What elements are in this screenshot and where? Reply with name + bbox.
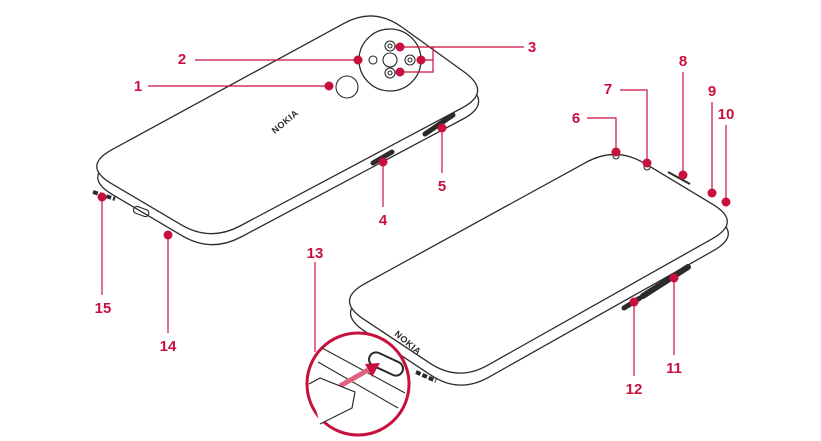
callout-15: 15: [95, 300, 112, 317]
callout-10: 10: [718, 106, 735, 123]
callout-8: 8: [679, 53, 687, 70]
usb-charging-inset: [307, 333, 409, 435]
callout-1: 1: [134, 78, 142, 95]
callout-12: 12: [626, 381, 643, 398]
callout-7: 7: [604, 81, 612, 98]
phone-front-view: NOKIA: [350, 153, 729, 385]
callout-2: 2: [178, 51, 186, 68]
callout-5: 5: [438, 178, 446, 195]
callout-11: 11: [666, 360, 682, 377]
callout-3: 3: [528, 39, 536, 56]
callout-9: 9: [708, 83, 716, 100]
phone-back-view: NOKIA: [93, 16, 479, 245]
callout-6: 6: [572, 110, 580, 127]
callout-13: 13: [307, 245, 324, 262]
callout-4: 4: [379, 212, 388, 229]
callout-14: 14: [160, 338, 177, 355]
